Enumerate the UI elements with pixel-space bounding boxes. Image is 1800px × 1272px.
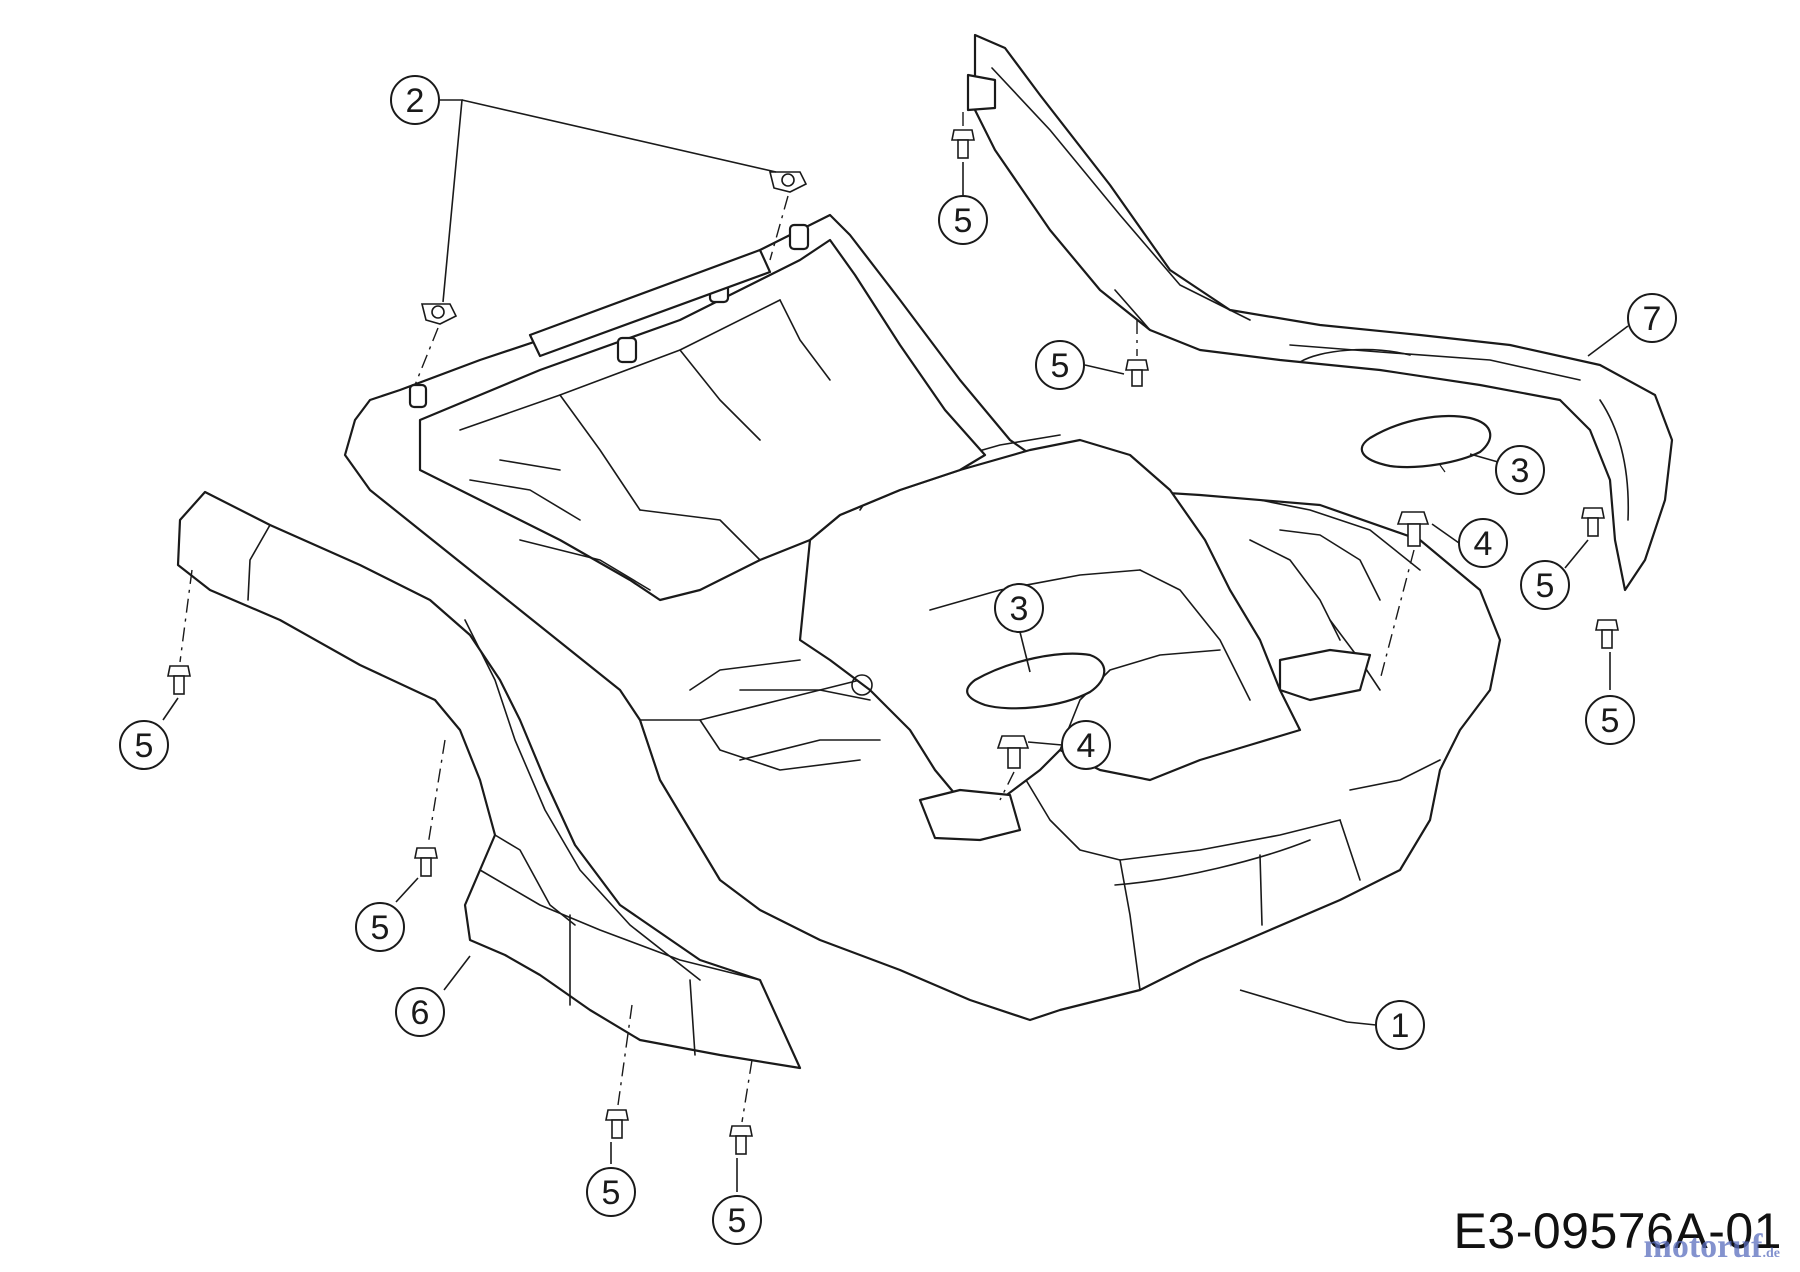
callout-4-lower-label: 4: [1077, 727, 1096, 765]
assembly-lines: [179, 112, 1415, 1123]
callout-5-right-b: 5: [1585, 695, 1635, 745]
callout-6: 6: [395, 987, 445, 1037]
fastener-screw-5c: [1581, 507, 1605, 537]
fastener-screw-5h: [729, 1125, 753, 1155]
callout-3-upper: 3: [1495, 445, 1545, 495]
callout-5-left-b: 5: [355, 902, 405, 952]
callout-3-upper-label: 3: [1511, 452, 1530, 490]
drawing-code: E3-09576A-01: [1453, 1203, 1782, 1259]
callout-1: 1: [1375, 1000, 1425, 1050]
leader-lines: [162, 99, 1629, 1192]
callout-7-label: 7: [1643, 300, 1662, 338]
watermark-suffix: .de: [1762, 1246, 1781, 1261]
part-3-cap-upper: [1360, 414, 1492, 473]
callout-5-right-b-label: 5: [1601, 702, 1620, 740]
part-7-fender-strip: [966, 33, 1674, 592]
callout-5-top: 5: [938, 195, 988, 245]
callout-4-upper: 4: [1458, 518, 1508, 568]
callout-5-left-a: 5: [119, 720, 169, 770]
watermark-logo: motoruf.de: [1644, 1228, 1780, 1266]
callout-5-right-a: 5: [1520, 560, 1570, 610]
callout-2-label: 2: [406, 82, 425, 120]
fastener-bolt-4a: [1396, 511, 1430, 547]
fastener-screw-5f: [414, 847, 438, 877]
part-3-cap-lower: [966, 652, 1106, 710]
fastener-screw-5e: [167, 665, 191, 695]
part-1-body-shell: [343, 213, 1502, 1022]
callout-4-upper-label: 4: [1474, 525, 1493, 563]
callout-5-top-label: 5: [954, 202, 973, 240]
fastener-nut-2b: [420, 303, 458, 325]
callout-5-mid-label: 5: [1051, 347, 1070, 385]
fastener-screw-5b: [1125, 359, 1149, 387]
callout-5-bottom-a: 5: [586, 1167, 636, 1217]
callout-6-label: 6: [411, 994, 430, 1032]
callout-3-lower-label: 3: [1010, 590, 1029, 628]
fastener-screw-5d: [1595, 619, 1619, 649]
callout-3-lower: 3: [994, 583, 1044, 633]
fastener-screw-5g: [605, 1109, 629, 1139]
fastener-nut-2a: [768, 171, 808, 193]
callout-7: 7: [1627, 293, 1677, 343]
callout-4-lower: 4: [1061, 720, 1111, 770]
callout-5-left-a-label: 5: [135, 727, 154, 765]
fastener-bolt-4b: [996, 735, 1030, 769]
part-6-side-panel: [176, 490, 802, 1070]
callout-5-left-b-label: 5: [371, 909, 390, 947]
callout-5-bottom-b: 5: [712, 1195, 762, 1245]
callout-5-right-a-label: 5: [1536, 567, 1555, 605]
callout-5-bottom-b-label: 5: [728, 1202, 747, 1240]
watermark-text: motoruf: [1643, 1228, 1763, 1265]
callout-5-bottom-a-label: 5: [602, 1174, 621, 1212]
callout-5-mid: 5: [1035, 340, 1085, 390]
fastener-screw-5a: [951, 129, 975, 159]
callout-2: 2: [390, 75, 440, 125]
callout-1-label: 1: [1391, 1007, 1410, 1045]
